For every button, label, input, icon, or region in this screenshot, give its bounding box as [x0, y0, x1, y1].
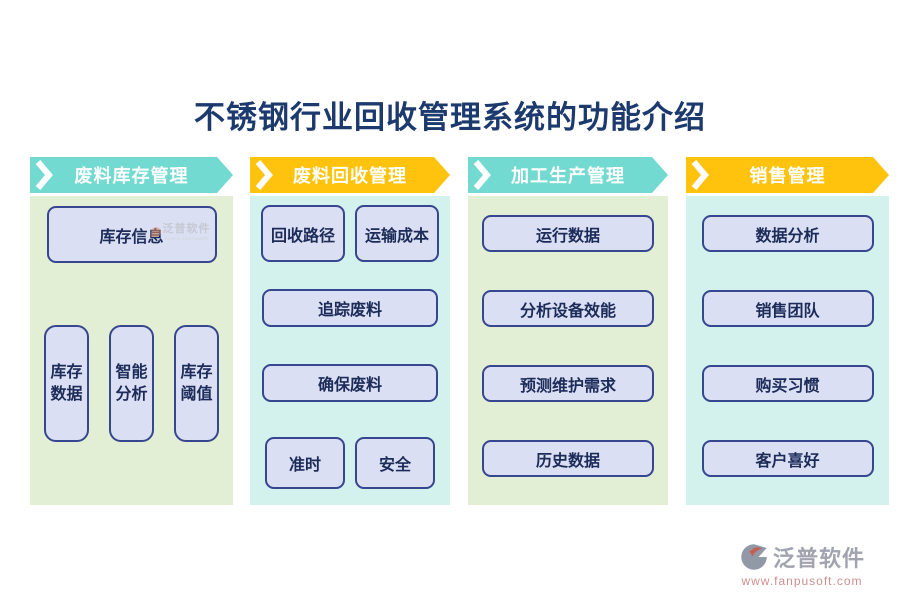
feature-box-history-data: 历史数据	[482, 440, 654, 477]
chevron-right-icon	[473, 159, 491, 191]
banner-label: 废料回收管理	[293, 166, 407, 186]
footer-brand: 泛普软件	[772, 546, 865, 571]
panel-waste-inventory: 库存信息 泛普软件 FANPU SOFTWARE 库存数据 智能分析 库存阈值	[30, 196, 233, 505]
page-title: 不锈钢行业回收管理系统的功能介绍	[194, 100, 706, 135]
feature-box-track-waste: 追踪废料	[262, 289, 438, 327]
fanpu-logo-icon	[741, 544, 767, 570]
feature-box-buying-habits: 购买习惯	[701, 365, 874, 402]
column-waste-recycling: 废料回收管理 回收路径 运输成本 追踪废料 确保废料 准时 安全	[250, 157, 450, 505]
banner-production-management: 加工生产管理	[468, 157, 668, 193]
chevron-right-icon	[255, 159, 273, 191]
feature-box-smart-analysis: 智能分析	[109, 325, 154, 442]
chevron-right-icon	[35, 159, 53, 191]
feature-box-recycle-route: 回收路径	[261, 205, 345, 262]
watermark-sub: FANPU SOFTWARE	[164, 236, 209, 241]
column-waste-inventory: 废料库存管理 库存信息 泛普软件 FANPU SOFTWARE 库存数据 智能分…	[30, 157, 233, 505]
column-production-management: 加工生产管理 运行数据 分析设备效能 预测维护需求 历史数据	[468, 157, 668, 505]
watermark-brand: 泛普软件	[162, 223, 211, 235]
feature-box-label: 库存信息	[99, 228, 164, 246]
feature-box-sales-team: 销售团队	[701, 290, 874, 327]
box-pair-top: 回收路径 运输成本	[250, 205, 450, 262]
feature-box-inventory-info: 库存信息 泛普软件 FANPU SOFTWARE	[46, 206, 217, 263]
banner-waste-inventory: 废料库存管理	[30, 157, 233, 193]
feature-box-data-analysis: 数据分析	[701, 215, 874, 252]
panel-waste-recycling: 回收路径 运输成本 追踪废料 确保废料 准时 安全	[250, 196, 450, 505]
banner-label: 销售管理	[749, 166, 826, 186]
banner-sales-management: 销售管理	[686, 157, 889, 193]
banner-waste-recycling: 废料回收管理	[250, 157, 450, 193]
feature-box-operation-data: 运行数据	[482, 215, 654, 252]
panel-sales-management: 数据分析 销售团队 购买习惯 客户喜好	[686, 196, 889, 505]
feature-box-inventory-threshold: 库存阈值	[174, 325, 219, 442]
column-sales-management: 销售管理 数据分析 销售团队 购买习惯 客户喜好	[686, 157, 889, 505]
box-pair-bottom: 准时 安全	[250, 437, 450, 489]
feature-box-maintenance-forecast: 预测维护需求	[482, 365, 654, 402]
footer-logo: 泛普软件 www.fanpusoft.com	[722, 541, 882, 588]
feature-box-ensure-waste: 确保废料	[262, 364, 438, 402]
feature-box-equipment-efficiency: 分析设备效能	[482, 290, 654, 327]
pillar-row: 库存数据 智能分析 库存阈值	[30, 325, 233, 442]
feature-box-inventory-data: 库存数据	[44, 325, 89, 442]
feature-box-on-time: 准时	[265, 437, 345, 489]
feature-box-safety: 安全	[355, 437, 435, 489]
panel-production-management: 运行数据 分析设备效能 预测维护需求 历史数据	[468, 196, 668, 505]
banner-label: 废料库存管理	[74, 166, 189, 186]
feature-box-customer-preference: 客户喜好	[701, 440, 874, 477]
chevron-right-icon	[691, 159, 709, 191]
feature-box-transport-cost: 运输成本	[355, 205, 439, 262]
banner-label: 加工生产管理	[511, 166, 625, 186]
footer-url: www.fanpusoft.com	[741, 574, 863, 588]
